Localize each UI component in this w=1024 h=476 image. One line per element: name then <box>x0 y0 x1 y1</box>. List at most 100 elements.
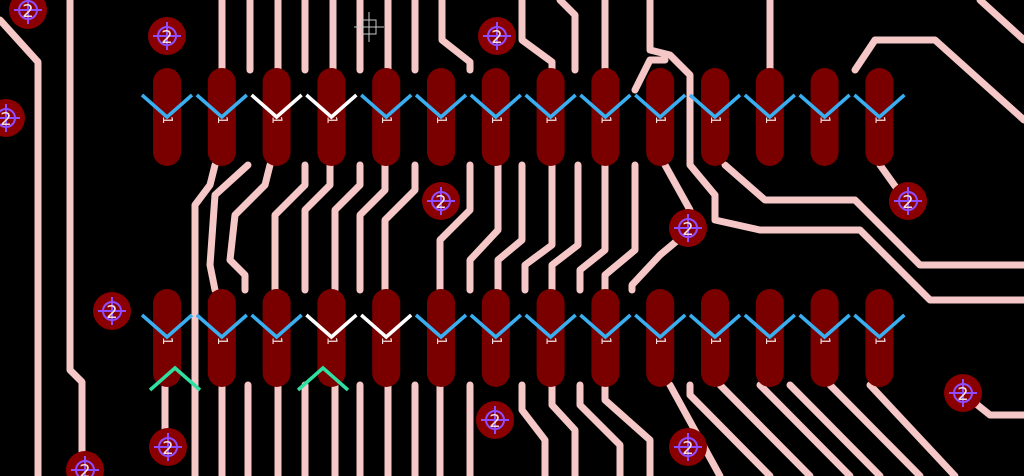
trace <box>438 0 474 74</box>
pad-label: 1 <box>488 337 503 345</box>
trace <box>191 161 219 476</box>
via[interactable]: 2 <box>149 428 187 466</box>
trace <box>0 16 42 476</box>
ratsnest-lines <box>140 93 906 392</box>
trace <box>494 161 526 294</box>
trace <box>851 36 1024 124</box>
ratsnest-line <box>688 93 742 120</box>
pad-label: 1 <box>159 337 174 345</box>
ratsnest-line <box>798 313 851 340</box>
trace <box>976 0 1024 44</box>
ratsnest-line <box>798 93 851 120</box>
pad-label: 1 <box>652 116 667 124</box>
via-label: 2 <box>161 27 172 48</box>
trace <box>548 381 579 476</box>
pad-label: 1 <box>707 116 722 124</box>
via[interactable]: 2 <box>476 401 514 439</box>
pad-label: 1 <box>762 116 777 124</box>
pad-label: 1 <box>323 337 338 345</box>
ratsnest-line <box>579 93 632 120</box>
pad-label: 1 <box>871 337 886 345</box>
crosshair-cursor-icon[interactable] <box>354 12 384 42</box>
trace <box>786 381 884 476</box>
trace <box>628 226 694 294</box>
pad-label: 1 <box>488 116 503 124</box>
ratsnest-line <box>195 93 248 120</box>
trace <box>576 381 624 476</box>
trace <box>518 381 549 476</box>
via[interactable]: 2 <box>0 99 25 137</box>
ratsnest-line <box>634 93 687 120</box>
via[interactable]: 2 <box>9 0 47 29</box>
pad-label: 1 <box>269 337 284 345</box>
via-label: 2 <box>0 109 11 130</box>
trace <box>518 0 556 74</box>
pad-label: 1 <box>323 116 338 124</box>
ratsnest-line <box>853 93 906 120</box>
via[interactable]: 2 <box>93 292 131 330</box>
ratsnest-line <box>195 313 248 340</box>
trace <box>226 161 274 294</box>
pad-label: 1 <box>543 337 558 345</box>
pad-label: 1 <box>378 116 393 124</box>
trace <box>436 161 474 294</box>
pad-label: 1 <box>817 116 832 124</box>
via-label: 2 <box>489 411 500 432</box>
pad-label: 1 <box>159 116 174 124</box>
via[interactable]: 2 <box>944 374 982 412</box>
pad-label: 1 <box>597 337 612 345</box>
via[interactable]: 2 <box>478 17 516 55</box>
via-label: 2 <box>162 438 173 459</box>
ratsnest-line <box>524 313 577 340</box>
ratsnest-line <box>296 365 350 392</box>
pad-label: 1 <box>707 337 722 345</box>
via-label: 2 <box>79 461 90 476</box>
via[interactable]: 2 <box>422 182 460 220</box>
via[interactable]: 2 <box>669 209 707 247</box>
trace <box>66 0 86 476</box>
via[interactable]: 2 <box>66 451 104 476</box>
pad-label: 1 <box>378 337 393 345</box>
via-label: 2 <box>957 384 968 405</box>
trace <box>301 161 334 294</box>
trace <box>646 0 1024 304</box>
trace <box>601 161 639 294</box>
ratsnest-line <box>853 313 906 340</box>
trace <box>826 381 924 476</box>
via-label: 2 <box>682 219 693 240</box>
trace <box>866 381 959 476</box>
trace <box>721 161 1024 269</box>
pad-label: 1 <box>817 337 832 345</box>
ratsnest-line <box>148 365 202 392</box>
trace <box>756 381 854 476</box>
trace <box>206 161 252 294</box>
via[interactable]: 2 <box>148 17 186 55</box>
trace <box>601 381 654 476</box>
trace <box>466 161 502 294</box>
pad-label: 1 <box>543 116 558 124</box>
via[interactable]: 2 <box>889 182 927 220</box>
ratsnest-line <box>743 313 796 340</box>
via-label: 2 <box>902 192 913 213</box>
pad-label: 1 <box>652 337 667 345</box>
via[interactable]: 2 <box>669 428 707 466</box>
ratsnest-line <box>743 93 796 120</box>
pad-label: 1 <box>269 116 284 124</box>
ratsnest-line <box>140 93 194 120</box>
trace <box>271 161 309 294</box>
ratsnest-line <box>360 313 413 340</box>
trace <box>548 161 582 294</box>
ratsnest-line <box>579 313 632 340</box>
ratsnest-line <box>250 313 303 340</box>
ratsnest-line <box>250 93 303 120</box>
pad-label: 1 <box>762 337 777 345</box>
ratsnest-line <box>524 93 577 120</box>
via-label: 2 <box>491 27 502 48</box>
trace <box>716 381 814 476</box>
pad-label: 1 <box>433 337 448 345</box>
ratsnest-line <box>305 93 358 120</box>
via-label: 2 <box>106 302 117 323</box>
trace <box>331 161 364 294</box>
